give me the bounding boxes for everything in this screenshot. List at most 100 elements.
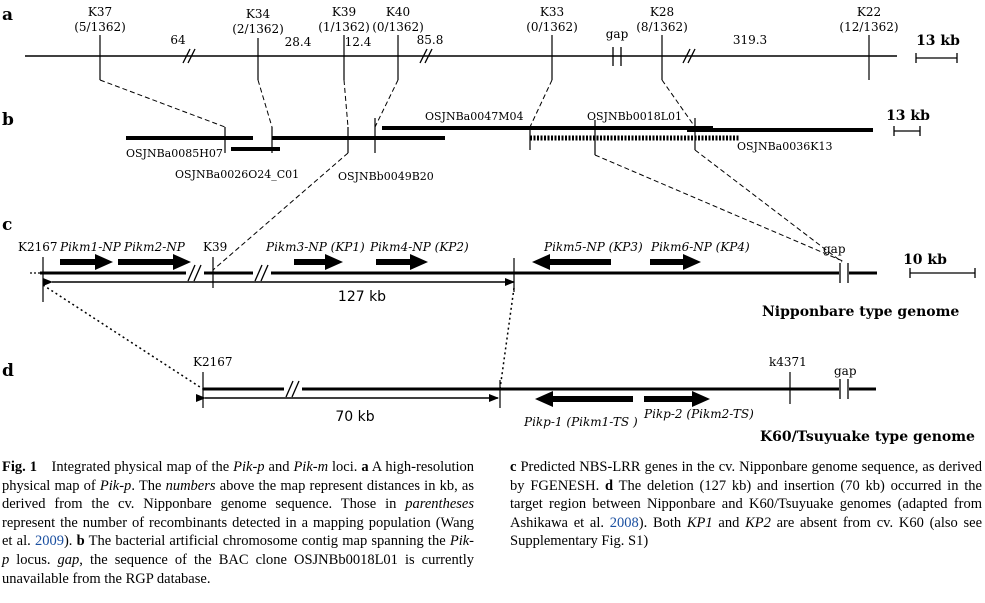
marker-k28-name: K28 [650, 5, 674, 19]
caption-text: Integrated physical map of the [51, 459, 234, 475]
bac-clone-label: OSJNBb0049B20 [338, 170, 434, 183]
gap-label-d: gap [834, 364, 857, 378]
gap-mark-a [612, 47, 622, 66]
figure-caption-right: c Predicted NBS-LRR genes in the cv. Nip… [510, 458, 982, 551]
marker-k37-name: K37 [88, 5, 112, 19]
scale-label-a: 13 kb [916, 33, 960, 49]
marker-k39-c: K39 [203, 240, 227, 254]
physical-map-figure: a K37 (5/1362) K34 (2/1362) K39 (1/1362)… [2, 5, 976, 445]
marker-k22-recomb: (12/1362) [839, 20, 898, 34]
panel-label-b: b [2, 110, 14, 130]
marker-k33-recomb: (0/1362) [526, 20, 578, 34]
scale-bar-b [893, 126, 921, 136]
caption-panel-ref: c [510, 459, 517, 475]
marker-k39-name: K39 [332, 5, 356, 19]
distance-label: 85.8 [417, 33, 444, 47]
caption-text: . The [131, 477, 166, 494]
scale-bar-a [915, 53, 958, 63]
caption-italic: numbers [165, 477, 216, 494]
scale-bar-c [909, 268, 976, 278]
insertion-size-label: 70 kb [335, 409, 374, 425]
gap-label-c: gap [823, 242, 846, 256]
caption-italic: Pik-p [233, 459, 265, 475]
marker-ticks-a [99, 35, 870, 80]
caption-text: The bacterial artificial chromosome cont… [84, 533, 450, 550]
connector-lines-bc [212, 149, 846, 271]
caption-italic: KP2 [745, 514, 771, 531]
marker-k34-name: K34 [246, 7, 271, 21]
gene-label-pikm5-np: Pikm5-NP (KP3) [543, 240, 643, 254]
gene-label-pikp-2: Pikp-2 (Pikm2-TS) [643, 407, 754, 421]
caption-text: ). [63, 533, 77, 550]
scale-label-c: 10 kb [903, 252, 947, 268]
marker-k4371-d: k4371 [769, 355, 807, 369]
caption-text: above the map represent distances in kb,… [2, 477, 475, 513]
caption-text: , the sequence of the BAC clone OSJNBb00… [2, 551, 474, 587]
figure-label: Fig. 1 [2, 459, 37, 475]
panel-label-d: d [2, 361, 14, 381]
gene-label-pikm6-np: Pikm6-NP (KP4) [650, 240, 750, 254]
panel-label-a: a [2, 5, 13, 25]
break-mark-d [284, 380, 302, 400]
caption-panel-ref: d [605, 477, 614, 494]
caption-panel-ref: b [76, 533, 85, 550]
marker-k39-recomb: (1/1362) [318, 20, 370, 34]
break-marks-a [182, 48, 696, 64]
caption-text: A high-resolution physical map of [2, 459, 475, 494]
caption-text: loci. [328, 459, 362, 475]
marker-k33-name: K33 [540, 5, 564, 19]
gene-label-pikm3-np: Pikm3-NP (KP1) [265, 240, 365, 254]
genome-label-k60: K60/Tsuyuake type genome [760, 429, 975, 445]
marker-ticks-b [224, 118, 696, 155]
gene-label-pikm1-np: Pikm1-NP [59, 240, 122, 254]
citation-link-2008[interactable]: 2008 [609, 514, 639, 531]
marker-k2167-c: K2167 [18, 240, 58, 254]
marker-ticks-d [202, 372, 791, 408]
caption-text: and [712, 514, 746, 531]
connector-lines-ab [99, 79, 696, 128]
gap-label-a: gap [606, 27, 629, 41]
marker-k2167-d: K2167 [193, 355, 233, 369]
figure-caption-left: Fig. 1 Integrated physical map of the Pi… [2, 458, 474, 588]
bac-clone-label: OSJNBa0085H07 [126, 147, 223, 160]
panel-label-c: c [2, 215, 12, 235]
caption-panel-ref: a [361, 459, 369, 475]
caption-text: Predicted NBS-LRR genes in the cv. Nippo… [510, 459, 982, 494]
bac-clone-label: OSJNBa0026O24_C01 [175, 168, 299, 181]
caption-text: represent the number of recombinants det… [2, 514, 474, 550]
caption-italic: parentheses [405, 496, 474, 513]
distance-label: 28.4 [285, 35, 312, 49]
distance-label: 64 [170, 33, 186, 47]
distance-label: 319.3 [733, 33, 767, 47]
marker-k22-name: K22 [857, 5, 881, 19]
caption-text: ). Both [638, 514, 687, 531]
scale-label-b: 13 kb [886, 108, 930, 124]
caption-text: and [264, 459, 294, 475]
caption-italic: Pik-p [99, 477, 132, 494]
marker-ticks-c [42, 257, 515, 302]
distance-label: 12.4 [345, 35, 372, 49]
caption-text: are absent from cv. K60 (also see Supple… [510, 514, 983, 550]
bac-clone-label: OSJNBa0036K13 [737, 140, 832, 153]
caption-text: locus. [9, 551, 58, 568]
marker-k34-recomb: (2/1362) [232, 22, 284, 36]
marker-k28-recomb: (8/1362) [636, 20, 688, 34]
citation-link-2009[interactable]: 2009 [34, 533, 64, 550]
bac-clone-label: OSJNBa0047M04 [425, 110, 523, 123]
caption-italic: Pik-m [293, 459, 329, 475]
caption-italic: KP1 [686, 514, 713, 531]
bac-clone-label: OSJNBb0018L01 [587, 110, 682, 123]
gap-mark-d [839, 379, 849, 399]
gene-arrows-d [535, 391, 710, 407]
caption-italic: gap [57, 551, 80, 568]
marker-k40-name: K40 [386, 5, 410, 19]
gene-label-pikm2-np: Pikm2-NP [123, 240, 186, 254]
gene-arrows-c [60, 254, 701, 270]
marker-k40-recomb: (0/1362) [372, 20, 424, 34]
bac-contig-bars [126, 126, 873, 151]
caption-italic: Pik-p [2, 533, 474, 568]
marker-k37-recomb: (5/1362) [74, 20, 126, 34]
deletion-size-label: 127 kb [338, 289, 386, 305]
gene-label-pikm4-np: Pikm4-NP (KP2) [369, 240, 469, 254]
genome-label-nipponbare: Nipponbare type genome [762, 304, 959, 320]
